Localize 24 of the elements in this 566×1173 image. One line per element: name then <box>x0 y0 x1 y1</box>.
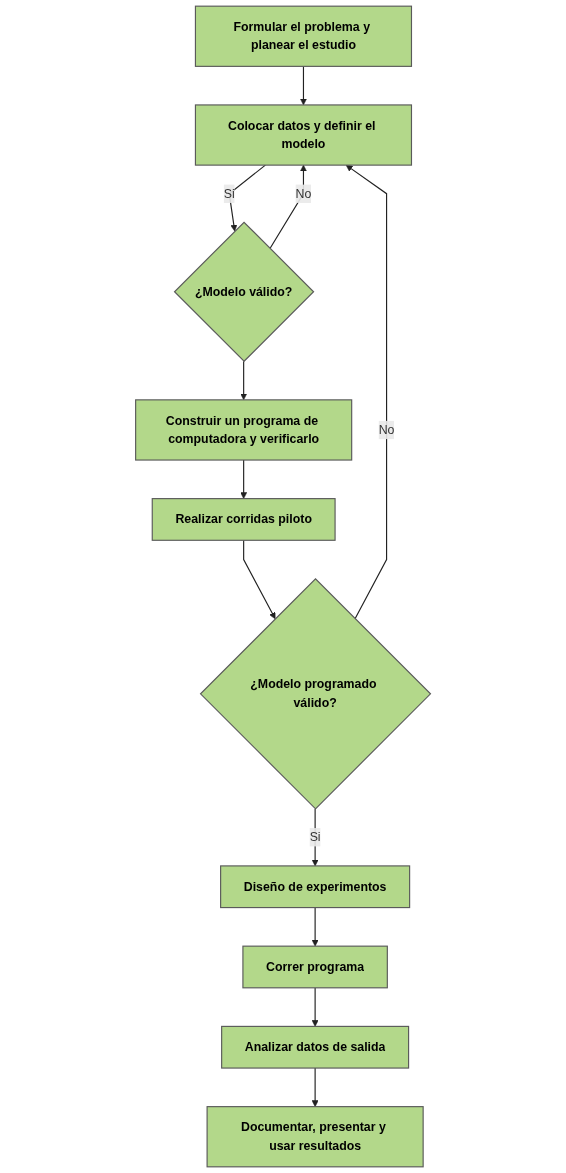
edge-label: Si <box>309 830 321 844</box>
node-diamond: ¿Modelo programado válido? <box>199 578 432 810</box>
arrow <box>311 1067 319 1107</box>
node-box: Colocar datos y definir el modelo <box>194 104 412 166</box>
arrow <box>311 907 319 947</box>
node-diamond: ¿Modelo válido? <box>173 221 315 363</box>
arrow <box>228 164 266 232</box>
arrow <box>240 459 247 499</box>
node-box: Correr programa <box>242 945 388 989</box>
node-box: Formular el problema y planear el estudio <box>194 5 412 67</box>
edge-label: Si <box>223 186 235 200</box>
arrow <box>311 987 319 1027</box>
node-box: Documentar, presentar y usar resultados <box>206 1106 424 1168</box>
edge-label: No <box>378 423 395 437</box>
node-box: Construir un programa de computadora y verificarlo <box>135 399 353 461</box>
arrow <box>243 539 276 620</box>
edge-label: No <box>295 186 312 200</box>
node-box: Analizar datos de salida <box>221 1025 410 1069</box>
arrow <box>311 808 319 867</box>
arrow <box>345 164 388 620</box>
arrow <box>240 360 247 401</box>
arrow <box>300 65 307 106</box>
node-box: Diseño de experimentos <box>219 865 411 909</box>
node-box: Realizar corridas piloto <box>151 498 336 541</box>
